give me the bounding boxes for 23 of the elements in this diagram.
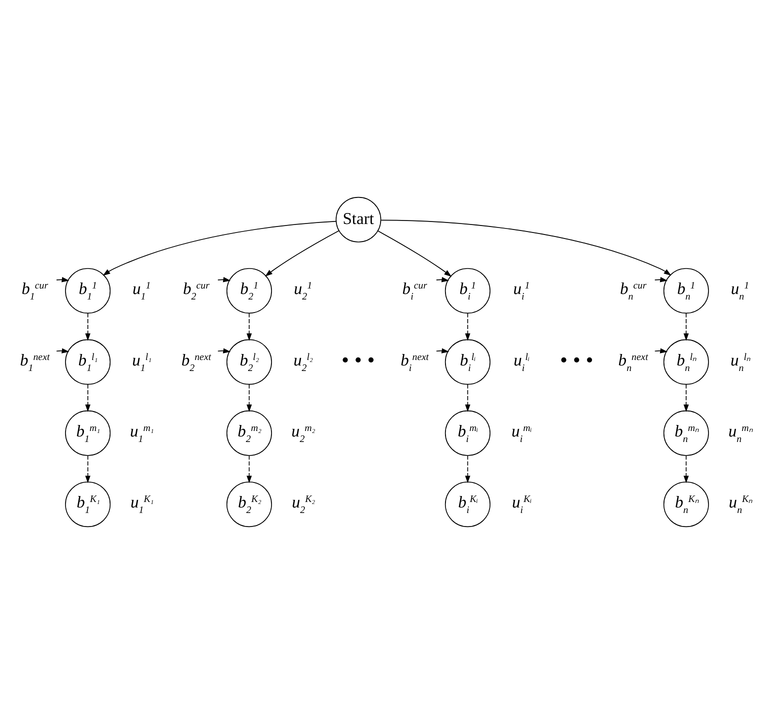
arrow — [265, 230, 340, 276]
arrow — [246, 384, 252, 412]
arrow — [684, 312, 689, 341]
arrow — [465, 312, 470, 341]
arrow — [102, 220, 337, 276]
arrow — [246, 312, 252, 341]
arrow — [684, 384, 689, 412]
arrow — [654, 348, 668, 354]
arrow — [56, 348, 70, 354]
arrow — [85, 455, 90, 484]
arrow — [378, 230, 452, 277]
label: • • • — [560, 348, 594, 372]
label: • • • — [341, 348, 375, 372]
arrow — [246, 455, 252, 484]
arrow — [684, 455, 689, 484]
arrow — [380, 220, 672, 276]
arrow — [85, 312, 90, 341]
arrow — [465, 455, 470, 484]
arrow — [85, 384, 90, 412]
arrow — [436, 348, 450, 354]
arrow — [465, 384, 470, 412]
arrow — [217, 348, 231, 354]
node-circle: Start — [336, 196, 382, 242]
